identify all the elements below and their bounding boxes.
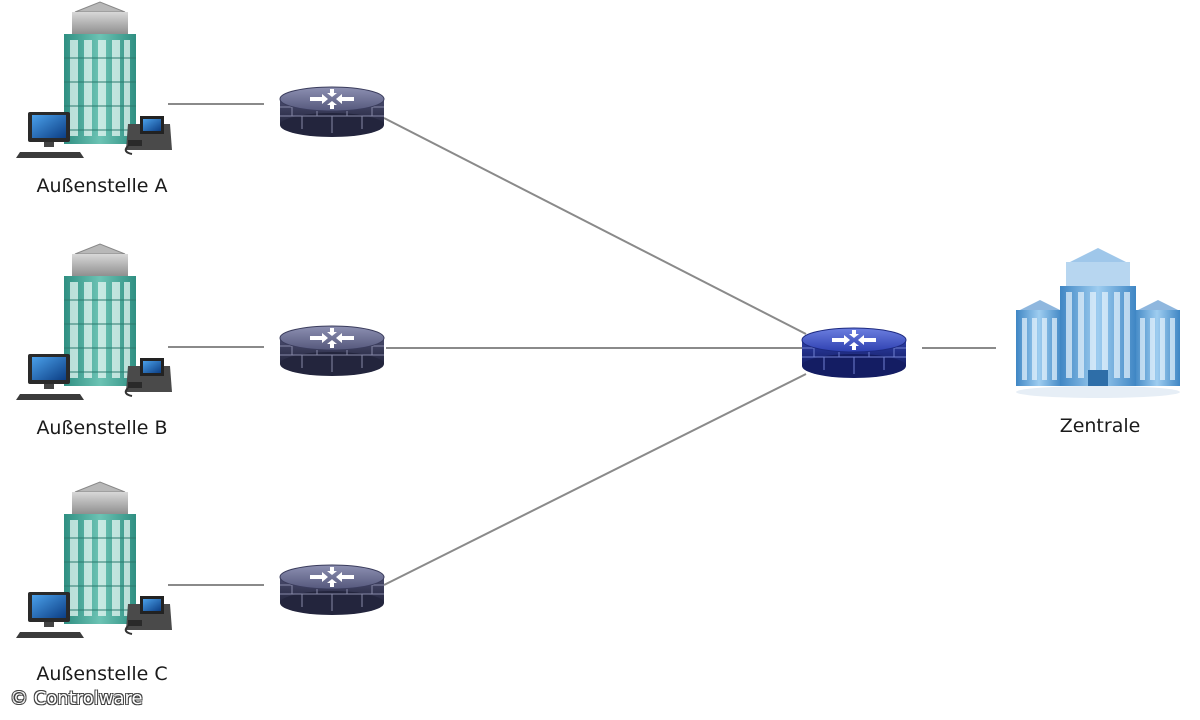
headquarters-building-icon xyxy=(1016,248,1180,398)
branch-office-c: Außenstelle C xyxy=(15,481,173,685)
branch-office-a: Außenstelle A xyxy=(15,1,173,197)
connection-lines xyxy=(168,103,996,586)
branch-label-b: Außenstelle B xyxy=(36,417,167,439)
branch-label-c: Außenstelle C xyxy=(36,663,167,685)
branch-office-b: Außenstelle B xyxy=(15,243,173,439)
office-building-icon xyxy=(15,481,173,639)
office-building-icon xyxy=(15,1,173,159)
office-building-icon xyxy=(15,243,173,401)
branch-label-a: Außenstelle A xyxy=(36,175,167,197)
link-router-a-central xyxy=(383,117,807,335)
central-label: Zentrale xyxy=(1060,415,1141,437)
router-icon-branch-b xyxy=(279,325,385,377)
router-icon-central xyxy=(801,327,907,379)
router-icon-branch-c xyxy=(279,564,385,616)
link-router-c-central xyxy=(383,373,807,586)
router-icon-branch-a xyxy=(279,86,385,138)
copyright-credit: © Controlware xyxy=(10,688,143,709)
